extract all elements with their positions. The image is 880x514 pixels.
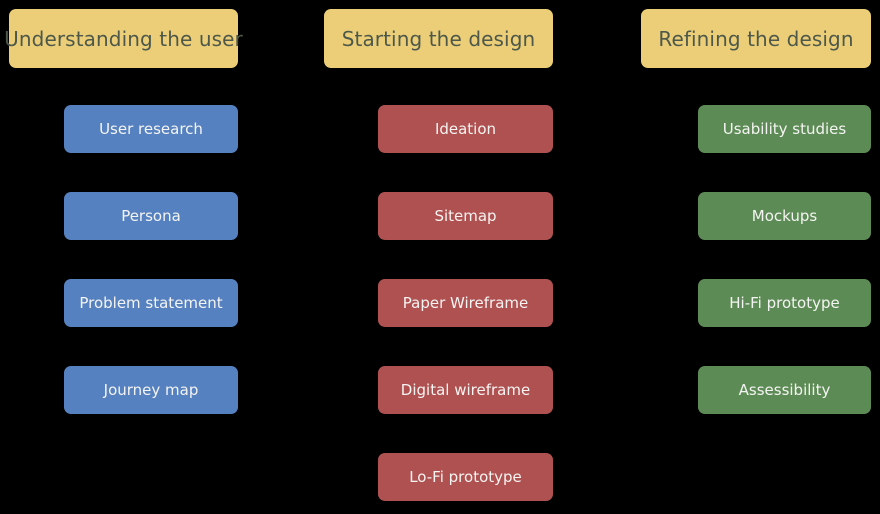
item-box[interactable]: User research	[64, 105, 238, 153]
item-label: Problem statement	[79, 294, 223, 312]
item-label: Persona	[121, 207, 181, 225]
item-label: Paper Wireframe	[402, 294, 529, 312]
item-label: Mockups	[751, 207, 818, 225]
item-box[interactable]: Problem statement	[64, 279, 238, 327]
item-box[interactable]: Usability studies	[698, 105, 871, 153]
column-header-label: Understanding the user	[4, 26, 243, 51]
item-box[interactable]: Ideation	[378, 105, 553, 153]
column-understanding-the-user: Understanding the user User research Per…	[4, 0, 243, 514]
item-label: Journey map	[103, 381, 199, 399]
item-box[interactable]: Sitemap	[378, 192, 553, 240]
item-box[interactable]: Paper Wireframe	[378, 279, 553, 327]
column-starting-the-design: Starting the design Ideation Sitemap Pap…	[324, 0, 553, 514]
item-label: Usability studies	[722, 120, 847, 138]
item-label: Ideation	[434, 120, 497, 138]
item-label: Digital wireframe	[400, 381, 531, 399]
item-box[interactable]: Hi-Fi prototype	[698, 279, 871, 327]
column-header-box[interactable]: Understanding the user	[4, 9, 243, 68]
column-header-box[interactable]: Starting the design	[324, 9, 553, 68]
item-box[interactable]: Assessibility	[698, 366, 871, 414]
item-label: User research	[99, 120, 203, 138]
item-label: Lo-Fi prototype	[409, 468, 522, 486]
item-box[interactable]: Mockups	[698, 192, 871, 240]
column-refining-the-design: Refining the design Usability studies Mo…	[641, 0, 871, 514]
item-box[interactable]: Digital wireframe	[378, 366, 553, 414]
column-header-box[interactable]: Refining the design	[641, 9, 871, 68]
item-box[interactable]: Persona	[64, 192, 238, 240]
item-label: Sitemap	[434, 207, 497, 225]
column-header-label: Starting the design	[341, 26, 536, 51]
item-label: Hi-Fi prototype	[729, 294, 840, 312]
item-label: Assessibility	[738, 381, 831, 399]
column-header-label: Refining the design	[658, 26, 854, 51]
item-box[interactable]: Journey map	[64, 366, 238, 414]
item-box[interactable]: Lo-Fi prototype	[378, 453, 553, 501]
